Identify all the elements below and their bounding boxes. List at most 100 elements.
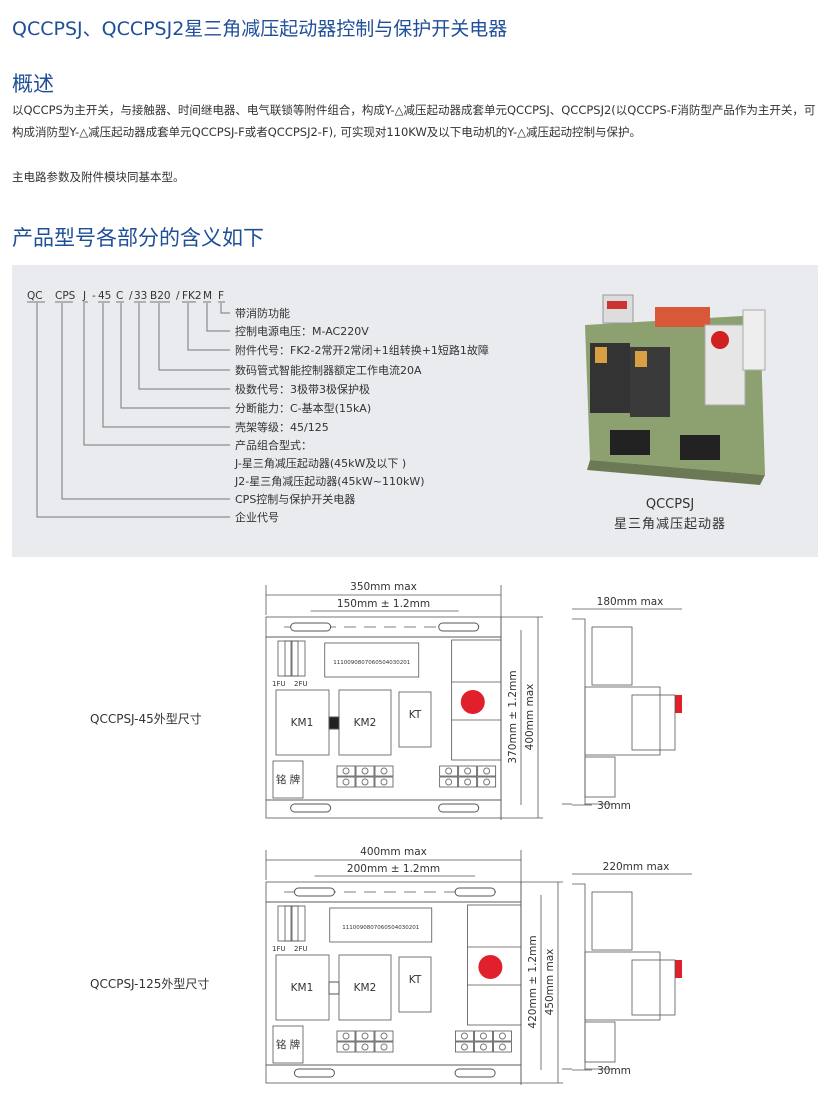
model-code-segment: J — [82, 290, 86, 302]
fuse — [284, 905, 292, 942]
model-code-segment: M — [203, 290, 212, 302]
mount-slot — [290, 622, 332, 632]
km1-label: KM1 — [291, 717, 314, 729]
screw-icon — [380, 767, 388, 775]
rail-depth-label: 30mm — [597, 800, 631, 812]
leader-line — [120, 303, 230, 409]
screw-icon — [483, 767, 491, 775]
screw-terminal — [374, 1030, 394, 1042]
screw-icon — [380, 778, 388, 786]
mount-slot — [438, 803, 480, 813]
screw-terminal — [355, 1041, 375, 1053]
screw-terminal — [355, 1030, 375, 1042]
screw-terminal — [458, 765, 478, 777]
model-meaning-text: 数码管式智能控制器额定工作电流20A — [235, 363, 422, 377]
screw-terminal — [374, 765, 394, 777]
kt-box — [398, 691, 432, 748]
model-meaning-text: 带消防功能 — [235, 306, 290, 320]
model-code-segment: 45 — [98, 290, 111, 302]
screw-icon — [464, 778, 472, 786]
screw-terminal — [493, 1030, 512, 1042]
red-knob-icon — [460, 690, 485, 714]
overview-paragraph: 以QCCPS为主开关，与接触器、时间继电器、电气联锁等附件组合，构成Y-△减压起… — [12, 103, 816, 139]
fuse-block — [277, 640, 306, 677]
model-meaning-text: 企业代号 — [235, 510, 279, 524]
screw-icon — [498, 1032, 506, 1040]
screw-terminal — [336, 765, 356, 777]
fuse-label-2: 2FU — [294, 945, 308, 953]
screw-icon — [342, 1032, 350, 1040]
overview-heading: 概述 — [12, 72, 54, 96]
km2-label: KM2 — [354, 717, 377, 729]
photo-caption-model: QCCPSJ — [645, 497, 695, 512]
model-meaning-text: 控制电源电压：M-AC220V — [235, 324, 369, 338]
side-view-knob — [675, 960, 682, 978]
screw-icon — [460, 1032, 468, 1040]
hole-height-label: 420mm ± 1.2mm — [527, 935, 539, 1028]
model-meaning-text: 产品组合型式： — [235, 438, 312, 452]
model-meaning-text: 极数代号：3极带3极保护极 — [235, 382, 370, 396]
overall-height-label: 450mm max — [544, 949, 556, 1016]
model-code-segment: C — [116, 290, 123, 302]
screw-terminal — [374, 776, 394, 788]
screw-icon — [380, 1032, 388, 1040]
leader-line — [102, 303, 230, 428]
mount-slot — [293, 1068, 335, 1078]
side-view-rail — [572, 618, 592, 806]
side-view-block — [584, 756, 616, 798]
side-view-block — [584, 1021, 616, 1063]
kt-label: KT — [409, 974, 422, 986]
model-code-segment: - — [92, 290, 96, 302]
screw-terminal — [336, 776, 356, 788]
screw-terminal — [439, 765, 459, 777]
side-view-switch — [584, 686, 661, 756]
side-view-knob — [675, 695, 682, 713]
mount-slot — [290, 803, 332, 813]
screw-terminal — [477, 765, 497, 777]
fuse-label-1: 1FU — [272, 945, 286, 953]
km2-box — [338, 689, 392, 756]
leader-line — [220, 303, 230, 314]
main-switch — [451, 639, 502, 761]
side-view-switch — [584, 951, 661, 1021]
interlock — [328, 716, 340, 730]
screw-terminal — [374, 1041, 394, 1053]
side-view-contactor — [591, 891, 633, 951]
screw-icon — [342, 767, 350, 775]
screw-terminal — [474, 1030, 493, 1042]
fuse — [291, 905, 299, 942]
model-meaning-text: J2-星三角减压起动器(45kW~110kW) — [234, 475, 425, 488]
hole-spacing-label: 200mm ± 1.2mm — [347, 863, 440, 875]
screw-terminal — [474, 1041, 493, 1053]
nameplate-label: 铭 牌 — [276, 1038, 301, 1051]
screw-icon — [361, 1032, 369, 1040]
leader-line — [158, 303, 230, 371]
screw-icon — [361, 767, 369, 775]
side-view-body — [631, 694, 676, 751]
screw-icon — [342, 1043, 350, 1051]
fuse-block — [277, 905, 306, 942]
mount-slot — [438, 622, 480, 632]
kt-label: KT — [409, 709, 422, 721]
model-meaning-text: 壳架等级：45/125 — [235, 420, 329, 434]
model-meaning-text: CPS控制与保护开关电器 — [235, 492, 355, 506]
screw-icon — [361, 1043, 369, 1051]
model-code-segment: FK2 — [182, 290, 202, 302]
side-view-contactor — [591, 626, 633, 686]
model-meaning-text: 分断能力：C-基本型(15kA) — [235, 401, 371, 415]
leader-line — [36, 303, 230, 518]
depth-label: 220mm max — [603, 861, 670, 873]
km1-label: KM1 — [291, 982, 314, 994]
overall-width-label: 400mm max — [360, 846, 427, 858]
red-knob-icon — [478, 955, 503, 979]
screw-terminal — [355, 776, 375, 788]
screw-icon — [498, 1043, 506, 1051]
leader-line — [83, 303, 230, 446]
interlock — [328, 981, 340, 995]
screw-terminal — [355, 765, 375, 777]
hole-height-label: 370mm ± 1.2mm — [507, 670, 519, 763]
screw-terminal — [493, 1041, 512, 1053]
